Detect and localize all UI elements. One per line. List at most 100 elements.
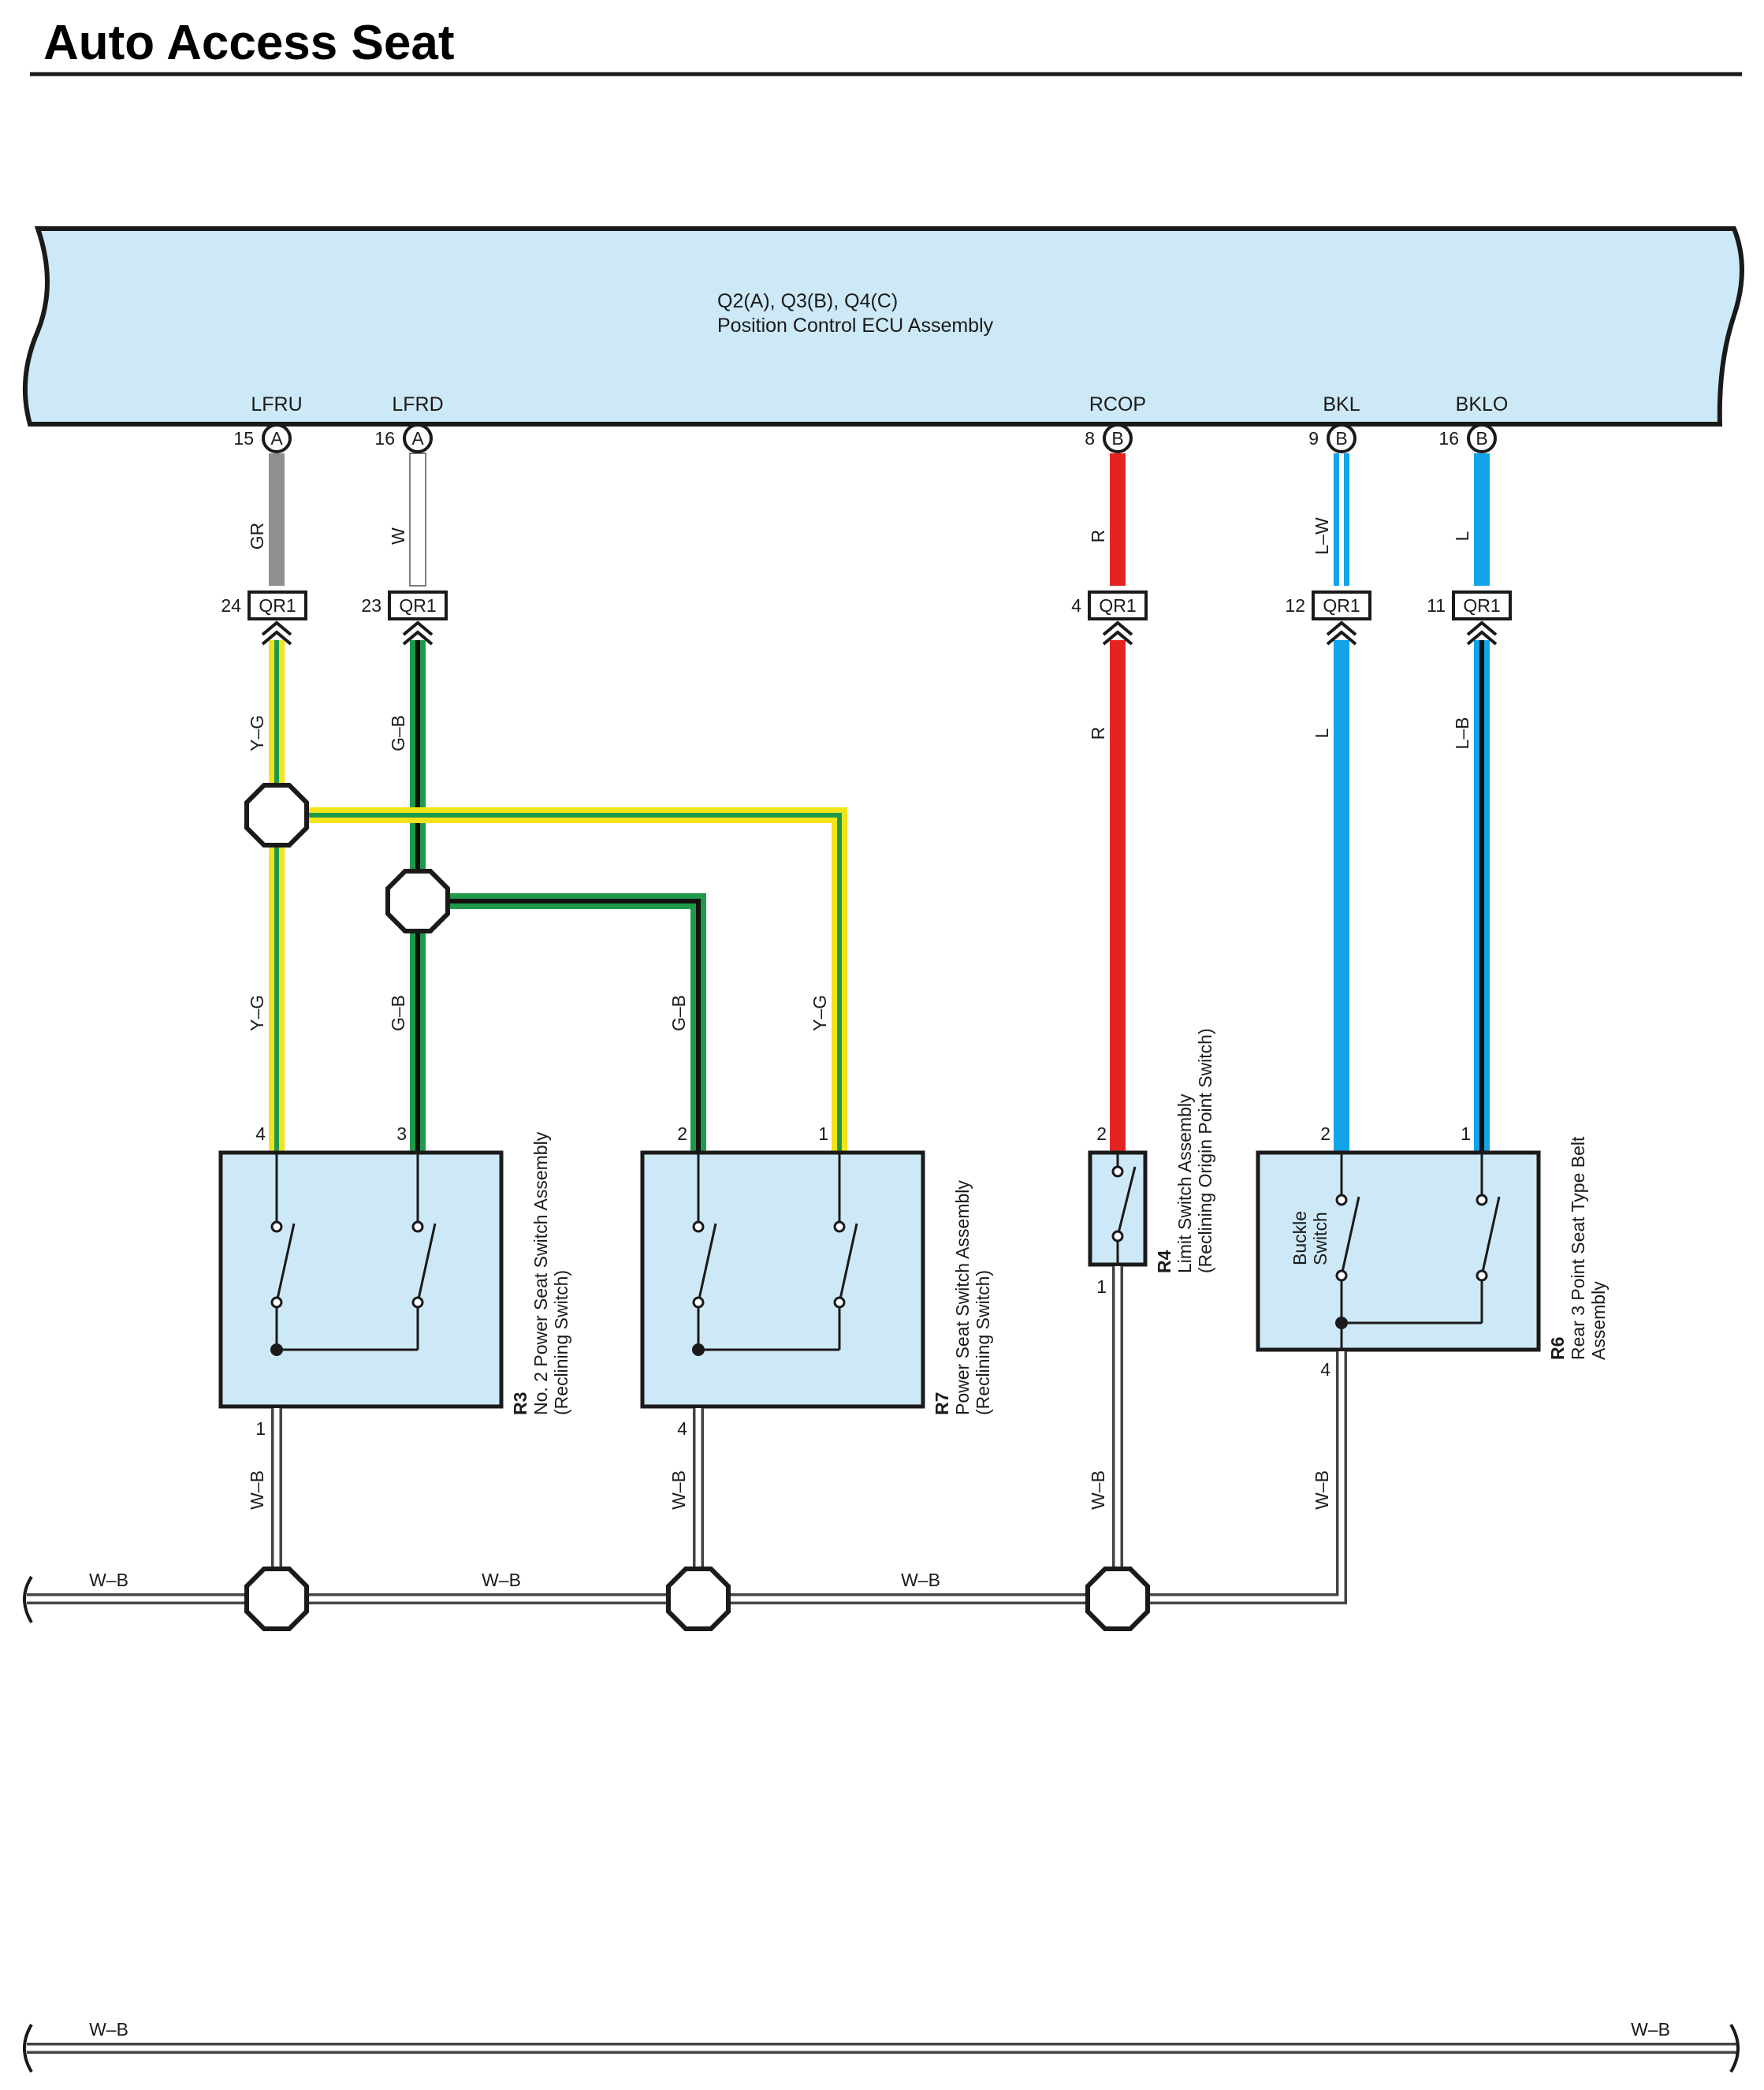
component-r7 — [640, 1150, 925, 1409]
wire-label-wb-r4: W–B — [1088, 1470, 1108, 1510]
r7-label: R7 Power Seat Switch Assembly (Reclining… — [932, 1180, 993, 1415]
svg-text:11: 11 — [1427, 595, 1446, 616]
svg-text:R3: R3 — [510, 1392, 530, 1415]
splice-yg — [247, 785, 307, 845]
wire-label-wb-h3: W–B — [901, 1570, 940, 1590]
wire-label-yg-r3: Y–G — [247, 995, 267, 1031]
r6-buckle-switch-label: Buckle Switch — [1290, 1211, 1330, 1265]
svg-text:23: 23 — [361, 595, 381, 616]
junction-qr1-4: QR1 4 — [1071, 590, 1148, 620]
wire-yg-branch — [277, 807, 847, 1151]
ecu-assembly — [22, 226, 1744, 427]
r6-pin-1: 1 — [1461, 1123, 1471, 1144]
r3-pin-3: 3 — [396, 1123, 407, 1144]
svg-text:B: B — [1111, 428, 1123, 449]
component-r3 — [218, 1150, 504, 1409]
r4-label: R4 Limit Switch Assembly (Reclining Orig… — [1154, 1028, 1215, 1273]
svg-text:Assembly: Assembly — [1588, 1281, 1609, 1360]
svg-text:16: 16 — [374, 428, 395, 449]
connector-chevrons — [261, 620, 1498, 646]
svg-text:15: 15 — [233, 428, 254, 449]
svg-text:A: A — [270, 428, 283, 449]
wire-w — [409, 453, 426, 587]
r6-pin-2: 2 — [1320, 1123, 1330, 1144]
svg-text:QR1: QR1 — [1323, 595, 1360, 616]
wire-label-gb-r7: G–B — [668, 995, 689, 1031]
wire-label-w: W — [388, 527, 408, 545]
svg-text:Switch: Switch — [1310, 1212, 1330, 1265]
wire-label-wb-r7: W–B — [668, 1470, 689, 1510]
svg-text:A: A — [411, 428, 424, 449]
splice-gb — [388, 871, 448, 931]
r6-label: R6 Rear 3 Point Seat Type Belt Assembly — [1547, 1136, 1609, 1360]
svg-text:QR1: QR1 — [1463, 595, 1500, 616]
svg-text:B: B — [1476, 428, 1487, 449]
wire-label-lb-lower: L–B — [1452, 717, 1472, 750]
svg-text:R6: R6 — [1547, 1337, 1568, 1360]
break-mark-left — [23, 1575, 33, 1624]
svg-text:24: 24 — [221, 595, 241, 616]
r4-pin-2: 2 — [1096, 1123, 1107, 1144]
wire-gr — [269, 453, 285, 586]
component-r6 — [1256, 1150, 1541, 1352]
wire-label-gb-top: G–B — [388, 715, 408, 751]
signal-lfru: LFRU — [251, 393, 302, 415]
bottom-ground-line — [23, 2023, 1740, 2073]
junction-qr1-23: QR1 23 — [361, 590, 448, 620]
wire-label-lw: L–W — [1312, 517, 1332, 555]
wire-r-lower — [1110, 640, 1126, 1151]
svg-text:B: B — [1335, 428, 1347, 449]
wire-label-yg-top: Y–G — [247, 715, 267, 751]
svg-text:16: 16 — [1438, 428, 1459, 449]
junction-qr1-12: QR1 12 — [1285, 590, 1371, 620]
signal-bklo: BKLO — [1456, 393, 1509, 415]
wire-label-l-upper: L — [1452, 531, 1472, 541]
wire-label-gr: GR — [247, 523, 267, 550]
r7-pin-2: 2 — [677, 1123, 687, 1144]
svg-text:(Reclining Origin Point Switch: (Reclining Origin Point Switch) — [1195, 1028, 1215, 1273]
wire-r-upper — [1110, 453, 1126, 586]
svg-text:(Reclining Switch): (Reclining Switch) — [973, 1270, 993, 1415]
wire-label-wb-r6: W–B — [1312, 1470, 1332, 1510]
svg-text:No. 2 Power Seat Switch Assemb: No. 2 Power Seat Switch Assembly — [530, 1131, 551, 1415]
wire-label-l-lower: L — [1312, 728, 1332, 738]
svg-text:(Reclining Switch): (Reclining Switch) — [551, 1270, 571, 1415]
svg-text:12: 12 — [1285, 595, 1305, 616]
wire-label-yg-r7: Y–G — [809, 995, 830, 1031]
svg-text:Rear 3 Point Seat Type Belt: Rear 3 Point Seat Type Belt — [1568, 1136, 1588, 1360]
signal-bkl: BKL — [1323, 393, 1360, 415]
ecu-name: Position Control ECU Assembly — [717, 315, 994, 337]
svg-text:8: 8 — [1085, 428, 1095, 449]
wire-l-lower — [1334, 640, 1349, 1151]
svg-text:4: 4 — [1071, 595, 1081, 616]
page-title: Auto Access Seat — [43, 16, 454, 70]
wire-label-r-lower: R — [1088, 727, 1108, 740]
junction-qr1-24: QR1 24 — [221, 590, 307, 620]
wire-yg-main — [269, 640, 285, 1151]
svg-text:R4: R4 — [1154, 1250, 1174, 1273]
ecu-code: Q2(A), Q3(B), Q4(C) — [717, 290, 898, 312]
wire-gb-branch — [418, 893, 706, 1151]
wire-label-gb-r3: G–B — [388, 995, 408, 1031]
svg-text:QR1: QR1 — [1099, 595, 1136, 616]
svg-text:R7: R7 — [932, 1392, 952, 1415]
wire-lb-lower — [1474, 640, 1490, 1151]
wire-label-r-upper: R — [1088, 530, 1108, 543]
r3-pin-4: 4 — [255, 1123, 266, 1144]
svg-text:QR1: QR1 — [259, 595, 296, 616]
wire-label-wb-h1: W–B — [89, 1570, 128, 1590]
terminal-rcop: B 8 — [1085, 423, 1133, 453]
signal-rcop: RCOP — [1089, 393, 1146, 415]
r4-pin-1: 1 — [1096, 1276, 1107, 1297]
wire-label-wb-bottom-right: W–B — [1631, 2019, 1670, 2040]
wire-label-wb-r3: W–B — [247, 1470, 267, 1510]
wire-l-upper — [1474, 453, 1490, 586]
terminal-bklo: B 16 — [1438, 423, 1497, 453]
svg-text:QR1: QR1 — [399, 595, 436, 616]
r3-pin-1: 1 — [255, 1418, 266, 1439]
wire-label-wb-bottom-left: W–B — [89, 2019, 128, 2040]
splice-ground-1 — [247, 1569, 307, 1629]
r7-pin-1: 1 — [818, 1123, 828, 1144]
wire-label-wb-h2: W–B — [482, 1570, 521, 1590]
